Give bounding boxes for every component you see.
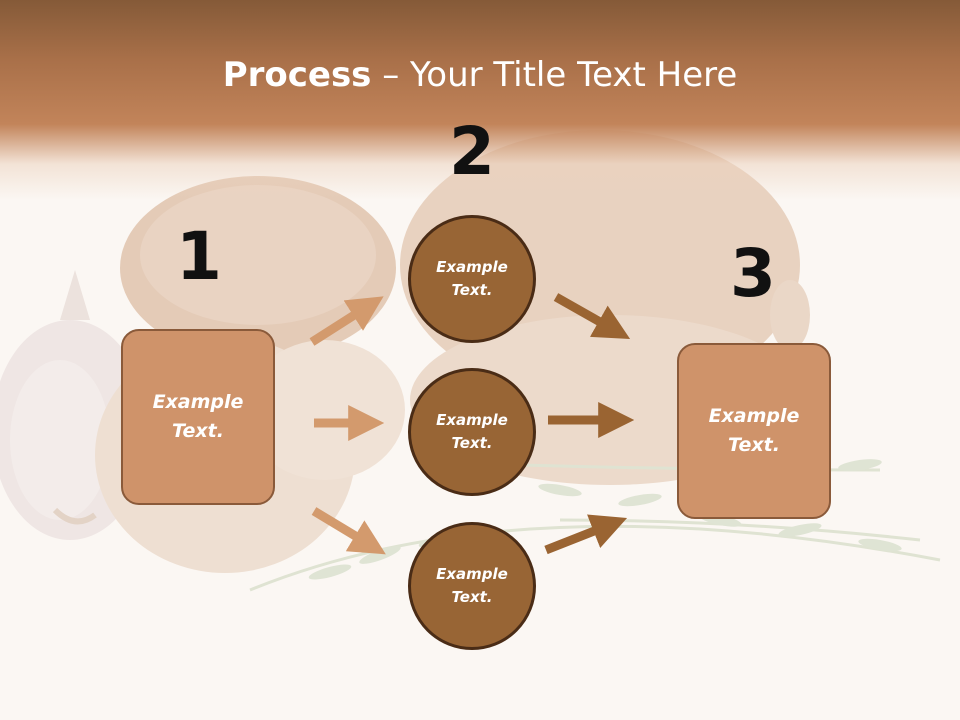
title-bold: Process bbox=[222, 55, 372, 95]
arrow-1-to-top bbox=[309, 296, 384, 346]
header-band bbox=[0, 0, 960, 200]
title-rest: – Your Title Text Here bbox=[371, 55, 738, 95]
arrow-1-to-bottom bbox=[311, 507, 386, 555]
step-number-3: 3 bbox=[730, 235, 776, 312]
step-number-1: 1 bbox=[176, 218, 222, 295]
arrow-bottom-to-3 bbox=[544, 514, 628, 555]
step-number-2: 2 bbox=[449, 113, 495, 190]
slide-title: Process – Your Title Text Here bbox=[0, 54, 960, 96]
arrow-top-to-3 bbox=[553, 293, 631, 339]
